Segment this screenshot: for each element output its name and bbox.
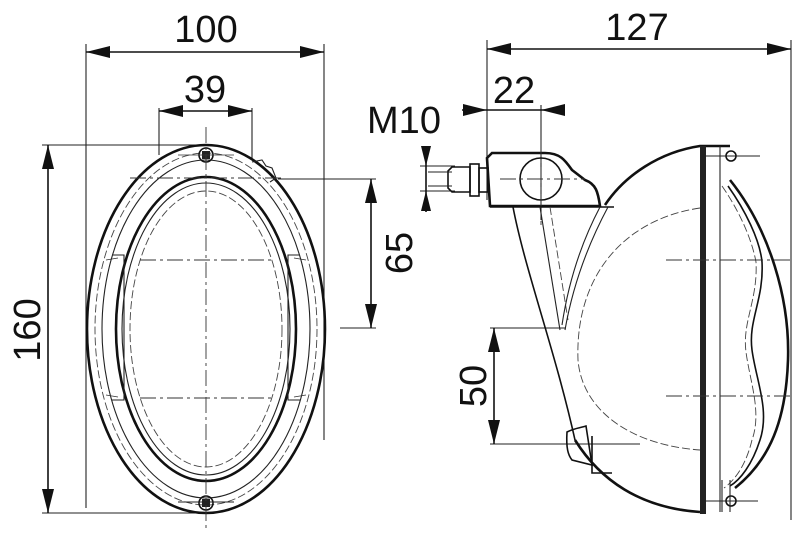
dimension-thread-m10: M10 bbox=[367, 100, 441, 142]
front-view bbox=[42, 44, 377, 530]
dimension-width-100: 100 bbox=[174, 9, 237, 51]
dimension-connector-offset-50: 50 bbox=[453, 365, 495, 407]
dimension-bracket-offset-65: 65 bbox=[379, 232, 421, 274]
dimension-height-160: 160 bbox=[7, 298, 49, 361]
dimension-bracket-depth-22: 22 bbox=[493, 70, 535, 112]
side-view bbox=[420, 40, 792, 520]
dimension-mount-spacing-39: 39 bbox=[184, 69, 226, 111]
dimension-depth-127: 127 bbox=[605, 7, 668, 49]
